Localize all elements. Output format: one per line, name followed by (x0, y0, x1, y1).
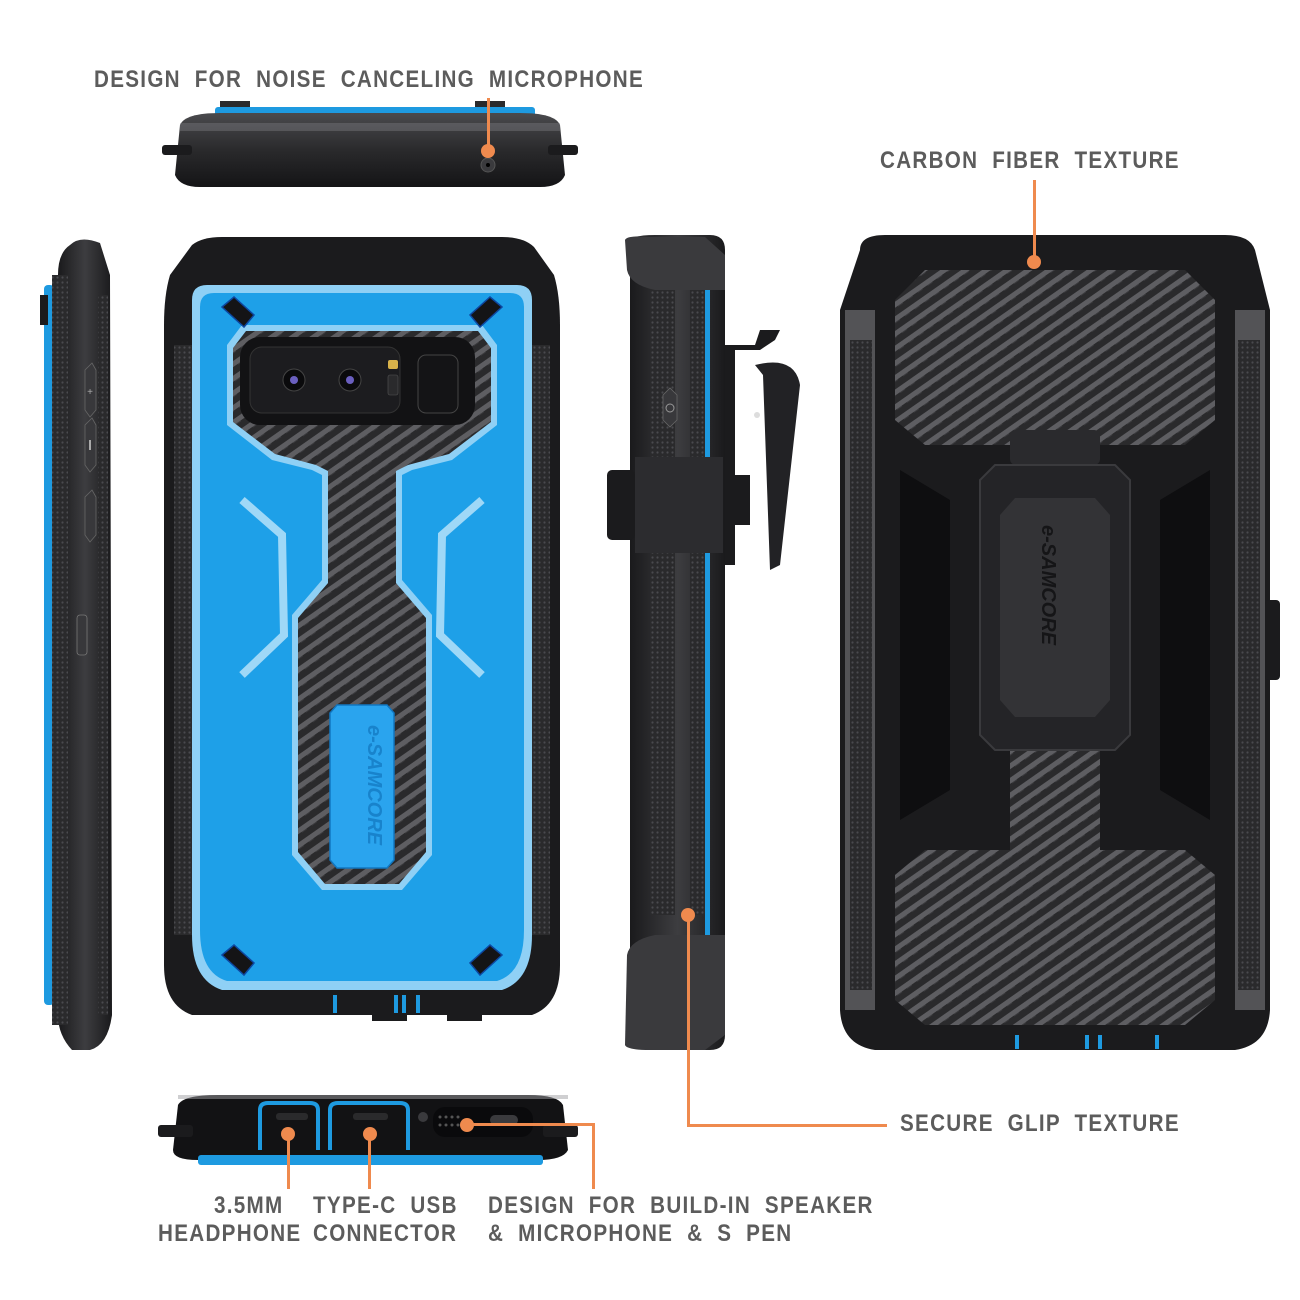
back-case-graphic: e-SAMCORE (164, 237, 560, 1021)
fingerprint-sensor (417, 354, 459, 414)
callout-line-speaker-vertical (592, 1123, 595, 1189)
corner-screw-bottom-left (220, 944, 256, 977)
callout-speaker-line1: DESIGN FOR BUILD-IN SPEAKER (488, 1192, 874, 1219)
headphone-jack-port (258, 1101, 320, 1150)
volume-down-icon (89, 440, 91, 450)
callout-headphone-line1: 3.5MM (214, 1192, 284, 1219)
callout-noise-canceling-microphone: DESIGN FOR NOISE CANCELING MICROPHONE (94, 66, 645, 93)
corner-screw-top-left (220, 296, 256, 329)
power-icon (665, 403, 675, 413)
callout-line-grip-horizontal (687, 1124, 887, 1127)
callout-carbon-fiber-texture: CARBON FIBER TEXTURE (880, 147, 1180, 174)
top-edge-case-graphic (162, 101, 578, 187)
corner-screw-top-right (468, 296, 504, 329)
callout-usb-line1: TYPE-C USB (313, 1192, 458, 1219)
corner-screw-bottom-right (468, 944, 504, 977)
callout-line-headphone (287, 1134, 290, 1189)
s-pen-slot (490, 1115, 518, 1125)
flash-icon (388, 360, 398, 369)
left-side-case-graphic: + (40, 239, 112, 1050)
callout-dot-carbon (1027, 255, 1041, 269)
power-button (662, 387, 678, 428)
callout-line-carbon (1033, 180, 1036, 262)
volume-up-icon: + (87, 387, 93, 398)
microphone-hole (418, 1112, 428, 1122)
side-holster-graphic (607, 235, 800, 1050)
callout-secure-grip-texture: SECURE GLIP TEXTURE (900, 1110, 1180, 1137)
usb-c-port (328, 1101, 410, 1150)
callout-speaker-line2: & MICROPHONE & S PEN (488, 1220, 793, 1247)
callout-line-usb (368, 1134, 371, 1189)
callout-line-microphone (487, 98, 490, 150)
holster-brand-logo-text: e-SAMCORE (1037, 525, 1059, 646)
callout-headphone-line2: HEADPHONE (158, 1220, 302, 1247)
callout-line-grip-vertical (687, 1065, 690, 1127)
holster-graphic: e-SAMCORE (840, 235, 1280, 1050)
callout-dot-microphone (481, 144, 495, 158)
callout-line-grip-upper (687, 915, 690, 1067)
callout-line-speaker-horizontal (467, 1123, 594, 1126)
callout-usb-line2: CONNECTOR (313, 1220, 458, 1247)
kickstand-logo-plate (329, 704, 395, 869)
brand-logo-text: e-SAMCORE (363, 725, 385, 846)
speaker-grille-icon (438, 1115, 460, 1127)
